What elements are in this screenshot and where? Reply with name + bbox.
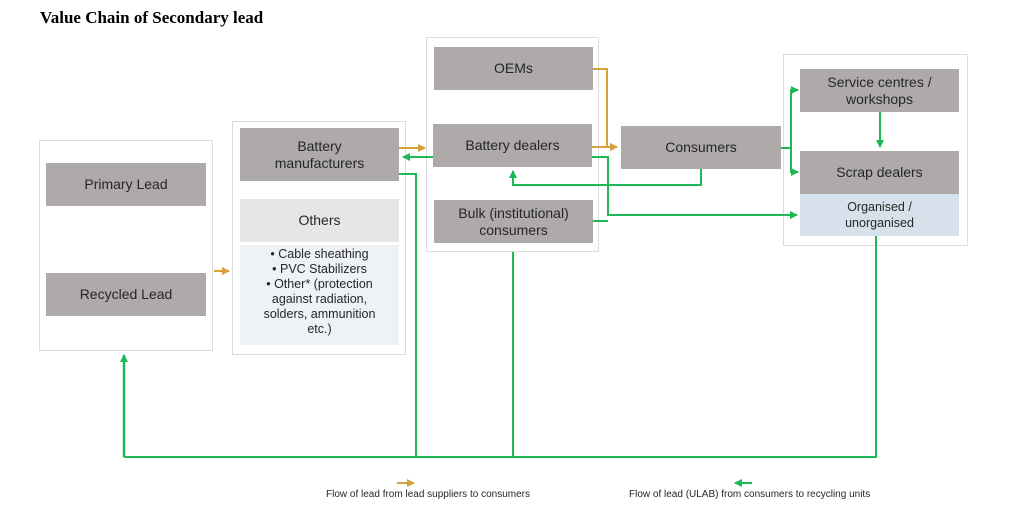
recycle-flow-arrow [790,148,799,176]
others-list: • Cable sheathing • PVC Stabilizers • Ot… [240,245,399,345]
bulk-consumers-node: Bulk (institutional) consumers [434,200,593,243]
others-node: Others [240,199,399,242]
scrap-dealers-node: Scrap dealers [800,151,959,194]
others-item: • Other* (protection against radiation, … [263,277,376,336]
others-item: • Cable sheathing [270,247,369,261]
consumers-node: Consumers [621,126,781,169]
service-centres-node: Service centres / workshops [800,69,959,112]
recycled-lead-node: Recycled Lead [46,273,206,316]
diagram-title: Value Chain of Secondary lead [40,8,264,27]
recycle-flow-line [124,236,877,458]
recycle-flow-line [399,173,417,457]
recycle-flow-arrow [592,156,798,219]
oems-node: OEMs [434,47,593,90]
others-item: • PVC Stabilizers [272,262,367,276]
legend-recycle-label: Flow of lead (ULAB) from consumers to re… [629,489,871,500]
battery-dealers-node: Battery dealers [433,124,592,167]
primary-lead-node: Primary Lead [46,163,206,206]
organised-unorganised-node: Organised / unorganised [800,194,959,236]
supply-flow-arrow [593,68,618,151]
recycle-flow-arrow [781,86,799,149]
legend-supply-label: Flow of lead from lead suppliers to cons… [326,489,530,500]
battery-manufacturers-node: Battery manufacturers [240,128,399,181]
